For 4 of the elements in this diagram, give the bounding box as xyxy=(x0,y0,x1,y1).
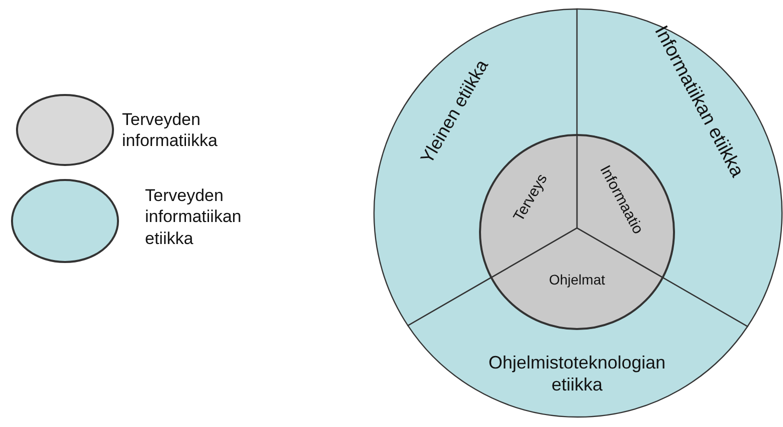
sector-label: Ohjelmat xyxy=(548,272,606,288)
legend-label: Terveyden informatiikka xyxy=(122,109,218,152)
sector-label: Ohjelmistoteknologian etiikka xyxy=(487,352,667,396)
legend-label: Terveyden informatiikan etiikka xyxy=(145,185,242,249)
